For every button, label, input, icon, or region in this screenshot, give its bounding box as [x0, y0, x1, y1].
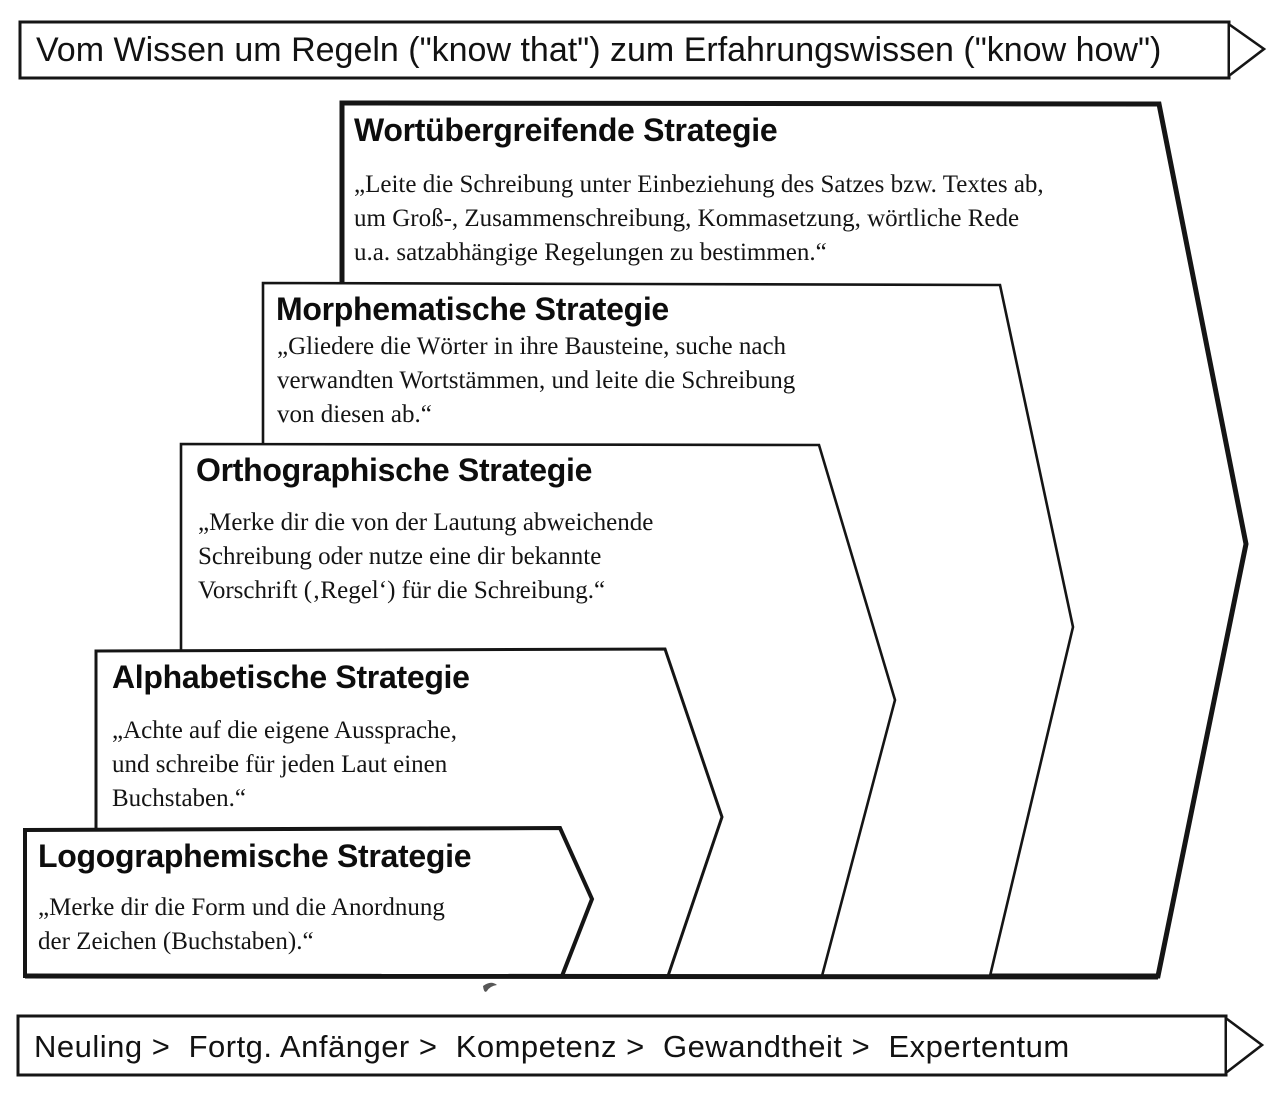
strategy-body-orthographische: „Merke dir die von der Lautung abweichen…	[198, 509, 654, 604]
bottom-banner-arrowhead-icon	[1226, 1017, 1265, 1074]
strategy-title-logographemische: Logographemische Strategie	[38, 838, 472, 874]
scan-artifact	[483, 982, 497, 992]
strategy-title-alphabetische: Alphabetische Strategie	[112, 659, 470, 695]
stack-baseline	[24, 973, 1159, 980]
strategy-title-morphematische: Morphematische Strategie	[276, 291, 669, 327]
strategy-body-morphematische: „Gliedere die Wörter in ihre Bausteine, …	[277, 333, 796, 428]
top-banner-box	[18, 20, 1231, 80]
strategy-body-wortuebergreifende: „Leite die Schreibung unter Einbeziehung…	[354, 171, 1044, 266]
strategy-body-alphabetische: „Achte auf die eigene Aussprache, und sc…	[112, 717, 457, 812]
top-banner-label: Vom Wissen um Regeln ("know that") zum E…	[36, 31, 1162, 69]
strategy-title-orthographische: Orthographische Strategie	[196, 452, 593, 488]
bottom-banner-label: Neuling > Fortg. Anfänger > Kompetenz > …	[34, 1029, 1070, 1064]
top-banner-arrowhead-icon	[1229, 23, 1267, 77]
strategy-title-wortuebergreifende: Wortübergreifende Strategie	[354, 112, 778, 148]
strategy-body-logographemische: „Merke dir die Form und die Anordnung de…	[38, 894, 445, 955]
bottom-banner-box	[16, 1014, 1228, 1077]
chevron-logographemische	[23, 825, 595, 978]
